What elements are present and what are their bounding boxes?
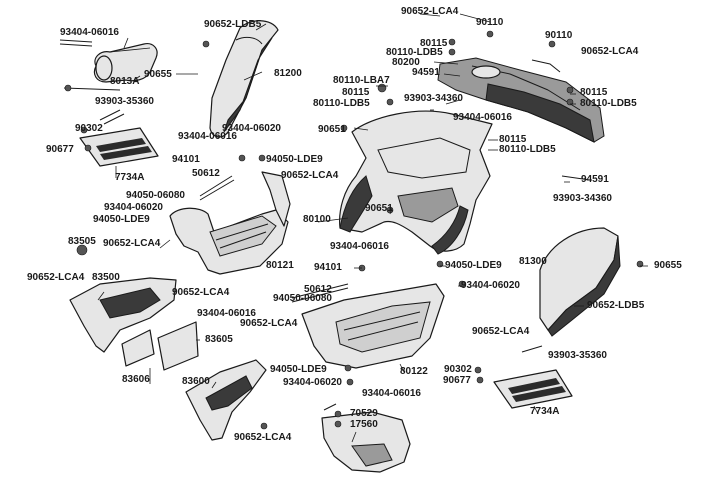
part-label-93404-06016-d: 93404-06016 xyxy=(330,241,389,252)
part-label-93404-06020-b: 93404-06020 xyxy=(104,202,163,213)
part-label-94050-LDE9-c: 94050-LDE9 xyxy=(445,260,502,271)
part-label-93404-06016: 93404-06016 xyxy=(60,27,119,38)
part-label-80115-a: 80115 xyxy=(420,38,448,49)
part-label-90302-b: 90302 xyxy=(444,364,472,375)
part-label-90652-LCA4-c: 90652-LCA4 xyxy=(281,170,339,181)
panels-83605-83606 xyxy=(121,321,199,371)
part-label-90302-a: 90302 xyxy=(75,123,103,134)
tool-kit-8013A xyxy=(59,39,158,92)
part-label-90651-a: 90651 xyxy=(318,124,346,135)
part-label-90655-b: 90655 xyxy=(654,260,682,271)
part-label-94101-a: 94101 xyxy=(172,154,200,165)
part-label-7734A-b: 7734A xyxy=(530,406,560,417)
part-label-17560: 17560 xyxy=(350,419,378,430)
part-label-90652-LCA4-g: 90652-LCA4 xyxy=(240,318,298,329)
part-label-94050-LDE9-d: 94050-LDE9 xyxy=(270,364,327,375)
part-label-93404-06016-f: 93404-06016 xyxy=(362,388,421,399)
part-label-83605: 83605 xyxy=(205,334,233,345)
left-footwell-80121 xyxy=(169,171,291,275)
rear-body-80100 xyxy=(339,110,493,255)
guard-17560 xyxy=(321,403,411,473)
part-label-50612-b: 50612 xyxy=(304,284,332,295)
right-footwell-80122 xyxy=(301,283,445,369)
part-label-80200: 80200 xyxy=(392,57,420,68)
part-label-90110-b: 90110 xyxy=(545,30,573,41)
part-label-93404-06020-c: 93404-06020 xyxy=(461,280,520,291)
part-label-7734A-a: 7734A xyxy=(115,172,145,183)
part-label-70529: 70529 xyxy=(350,408,378,419)
part-label-81200: 81200 xyxy=(274,68,302,79)
part-label-93404-06016-b: 93404-06016 xyxy=(178,131,237,142)
part-label-80110-LBA7: 80110-LBA7 xyxy=(333,75,390,86)
part-label-94050-06080-a: 94050-06080 xyxy=(126,190,185,201)
part-label-93404-06016-e: 93404-06016 xyxy=(197,308,256,319)
part-label-93903-34360-a: 93903-34360 xyxy=(404,93,463,104)
part-label-93903-35360-a: 93903-35360 xyxy=(95,96,154,107)
part-label-80100: 80100 xyxy=(303,214,331,225)
part-label-93903-34360-b: 93903-34360 xyxy=(553,193,612,204)
part-label-93404-06016-c: 93404-06016 xyxy=(453,112,512,123)
footrest-mats-7734A xyxy=(79,127,573,409)
part-label-8013A: 8013A xyxy=(110,76,140,87)
part-label-90677-a: 90677 xyxy=(46,144,74,155)
part-label-80121: 80121 xyxy=(266,260,294,271)
part-label-90655: 90655 xyxy=(144,69,172,80)
part-label-83500: 83500 xyxy=(92,272,120,283)
part-label-80115-b: 80115 xyxy=(342,87,370,98)
rear-rack-80200 xyxy=(437,57,605,143)
part-label-80110-LDB5-a: 80110-LDB5 xyxy=(386,47,443,58)
part-label-80110-LDB5-d: 80110-LDB5 xyxy=(499,144,556,155)
part-label-80110-LDB5-b: 80110-LDB5 xyxy=(313,98,370,109)
part-label-94050-06080-b: 94050-06080 xyxy=(273,293,332,304)
mud-flap-83500 xyxy=(69,244,177,353)
rear-fender-81300 xyxy=(539,227,621,337)
part-label-90652-LDB5-b: 90652-LDB5 xyxy=(587,300,645,311)
part-label-90652-LCA4-b: 90652-LCA4 xyxy=(581,46,639,57)
part-label-90651-b: 90651 xyxy=(365,203,393,214)
part-label-93404-06020-a: 93404-06020 xyxy=(222,123,281,134)
part-label-94050-LDE9-b: 94050-LDE9 xyxy=(93,214,150,225)
part-label-94591-b: 94591 xyxy=(581,174,609,185)
part-label-50612-a: 50612 xyxy=(192,168,220,179)
part-label-90110-a: 90110 xyxy=(476,17,504,28)
part-label-90652-LDB5: 90652-LDB5 xyxy=(204,19,262,30)
part-label-83606: 83606 xyxy=(122,374,150,385)
part-label-80115-c: 80115 xyxy=(580,87,608,98)
part-label-83600: 83600 xyxy=(182,376,210,387)
part-label-90652-LCA4-e: 90652-LCA4 xyxy=(27,272,85,283)
part-label-90652-LCA4-d: 90652-LCA4 xyxy=(103,238,161,249)
part-label-94050-LDE9-a: 94050-LDE9 xyxy=(266,154,323,165)
part-label-80122: 80122 xyxy=(400,366,428,377)
fasteners xyxy=(80,30,644,430)
part-label-90652-LCA4-f: 90652-LCA4 xyxy=(172,287,230,298)
part-label-81300: 81300 xyxy=(519,256,547,267)
part-label-83505: 83505 xyxy=(68,236,96,247)
mud-flap-83600 xyxy=(185,359,267,441)
part-label-94101-b: 94101 xyxy=(314,262,342,273)
part-label-80115-d: 80115 xyxy=(499,134,527,145)
leader-lines xyxy=(97,13,648,443)
part-label-80110-LDB5-c: 80110-LDB5 xyxy=(580,98,637,109)
part-label-93903-35360-b: 93903-35360 xyxy=(548,350,607,361)
part-label-94591-a: 94591 xyxy=(412,67,440,78)
front-fender-81200 xyxy=(209,20,279,138)
part-label-90652-LCA4-i: 90652-LCA4 xyxy=(234,432,292,443)
part-label-93404-06020-d: 93404-06020 xyxy=(283,377,342,388)
part-label-90677-b: 90677 xyxy=(443,375,471,386)
part-label-90652-LCA4-h: 90652-LCA4 xyxy=(472,326,530,337)
part-label-90652-LCA4: 90652-LCA4 xyxy=(401,6,459,17)
